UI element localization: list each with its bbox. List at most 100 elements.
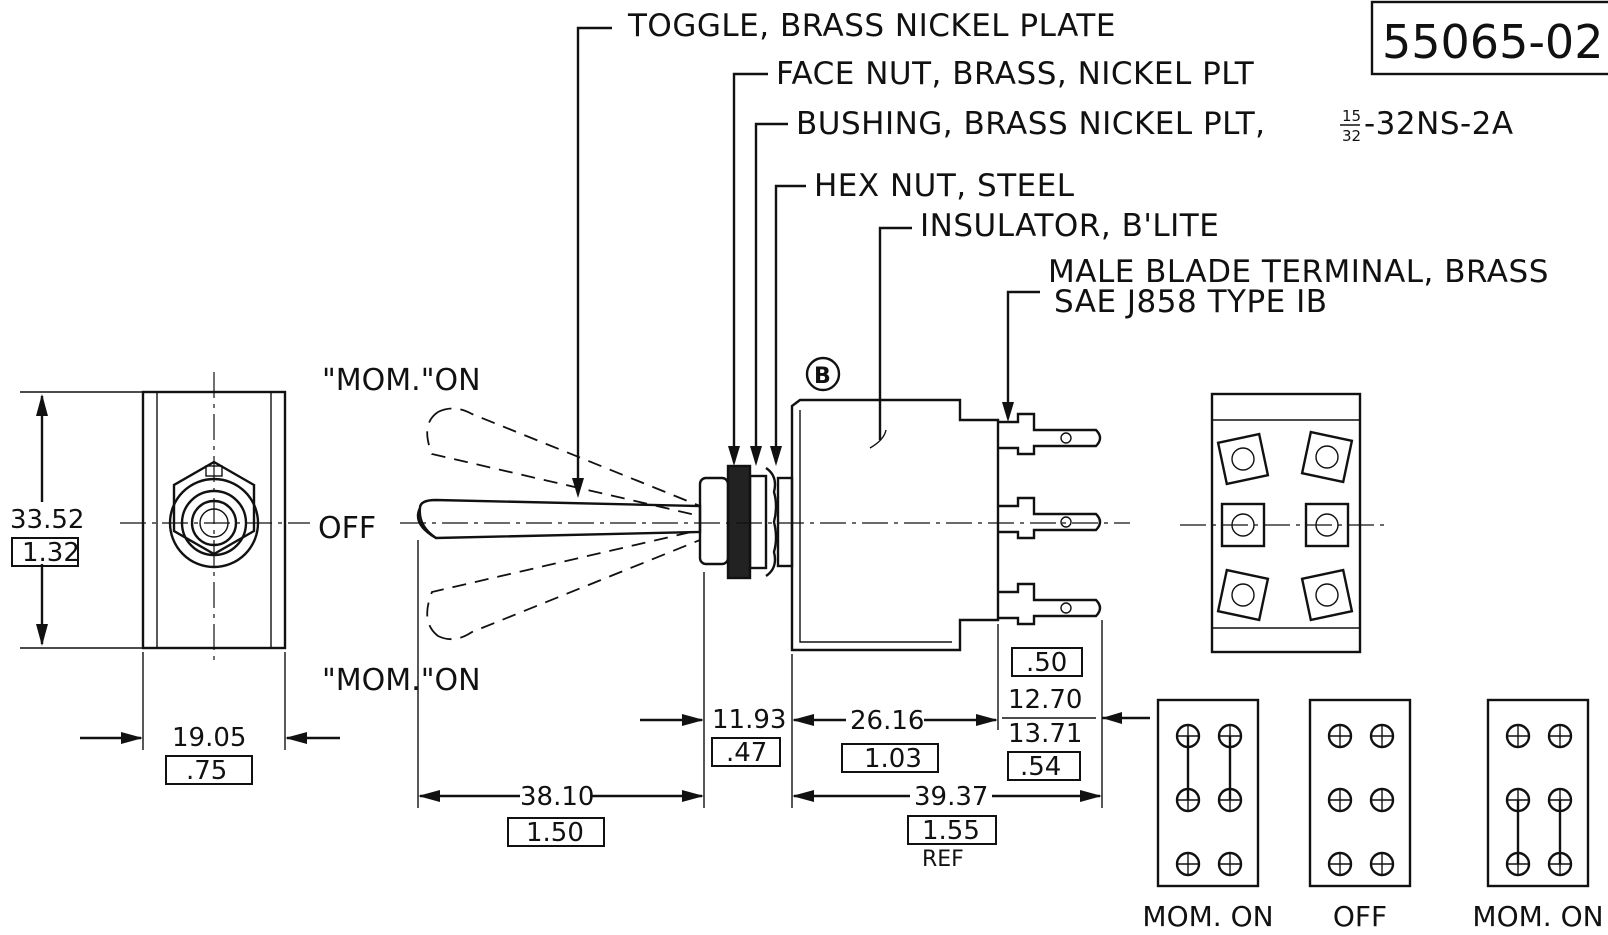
leader-insulator: [878, 226, 912, 440]
arrow-face-nut: [728, 446, 740, 466]
width-in-box: [165, 755, 253, 785]
circuit-schematics: MOM. ON OFF MOM. ON: [1142, 698, 1604, 933]
bushing-in: .47: [726, 738, 767, 768]
lever-mm: 38.10: [520, 782, 594, 812]
callout-terminal-line2: SAE J858 TYPE IB: [1054, 284, 1327, 320]
arrow-body-right: [976, 714, 998, 726]
lower-dimensions: 38.10 1.50 11.93 .47 26.16 1.03 .50 12.7…: [417, 540, 1150, 872]
face-nut-knurled: [726, 464, 752, 580]
schematic-label: MOM. ON: [1142, 900, 1273, 933]
term-in-a: .50: [1026, 648, 1067, 678]
overall-mm: 39.37: [914, 782, 988, 812]
bushing-body: [748, 474, 768, 570]
overall-note: REF: [922, 847, 964, 872]
marker-b-circle: [805, 356, 841, 392]
terminal-top-hole: [1060, 432, 1072, 444]
width-mm: 19.05: [172, 723, 246, 753]
rear-view: [1180, 392, 1390, 654]
term-mm-a: 12.70: [1008, 685, 1082, 715]
arrow-up: [36, 394, 48, 416]
dim-mask: [4, 502, 80, 564]
arrow-lever-left: [418, 790, 440, 802]
callout-bushing: BUSHING, BRASS NICKEL PLT,: [796, 106, 1265, 142]
term-in-b: .54: [1020, 752, 1061, 782]
housing-outline: [790, 398, 1000, 652]
arrow-overall-right: [1080, 790, 1102, 802]
schematic-3: MOM. ON: [1472, 698, 1604, 933]
arrow-w-right: [285, 732, 307, 744]
rear-view-body: [1210, 392, 1362, 654]
rear-terminal-2: [1300, 430, 1354, 484]
rear-terminal-6-hole: [1315, 583, 1339, 607]
rear-terminal-2-hole: [1315, 445, 1339, 469]
arrow-down: [36, 624, 48, 646]
rear-terminal-1: [1216, 432, 1270, 486]
height-in: 1.32: [22, 538, 80, 568]
leader-lines: [572, 26, 1040, 498]
front-view: [120, 372, 310, 660]
arrow-terminal: [1002, 402, 1014, 422]
position-off: OFF: [318, 511, 376, 546]
callout-bushing-fraction-denominator: 32: [1342, 127, 1361, 145]
arrow-lever-right: [682, 790, 704, 802]
part-number-block: 55065-02: [1370, 0, 1608, 76]
terminal-middle-hole: [1060, 516, 1072, 528]
callout-toggle: TOGGLE, BRASS NICKEL PLATE: [627, 8, 1116, 44]
housing-inner-edge: [799, 410, 952, 643]
arrow-w-left: [121, 732, 143, 744]
height-mm: 33.52: [10, 505, 84, 535]
rear-terminal-5: [1216, 568, 1270, 622]
rear-terminal-1-hole: [1231, 447, 1255, 471]
terminal-top: [998, 412, 1102, 456]
toggle-lever-up: [426, 407, 701, 517]
callout-insulator: INSULATOR, B'LITE: [920, 208, 1219, 244]
arrow-overall-left: [792, 790, 814, 802]
width-in: .75: [186, 756, 227, 786]
position-labels: "MOM."ON OFF "MOM."ON: [318, 363, 481, 698]
body-in-box: [841, 743, 939, 773]
callout-hex-nut: HEX NUT, STEEL: [814, 168, 1075, 204]
schematic-box: [1156, 698, 1260, 888]
schematic-label: OFF: [1333, 900, 1387, 933]
side-view-toggle: [416, 407, 702, 641]
terminal-bottom: [998, 582, 1102, 626]
terminals: [998, 412, 1102, 626]
schematic-box: [1486, 698, 1590, 888]
insulator-tick: [869, 429, 887, 449]
leader-toggle: [576, 26, 612, 494]
side-view-housing: B: [400, 356, 1130, 652]
position-top: "MOM."ON: [322, 363, 481, 398]
toggle-lever-down: [426, 529, 701, 641]
arrow-bushing: [750, 446, 762, 466]
overall-in-box: [907, 815, 997, 845]
body-in: 1.03: [864, 744, 922, 774]
dimension-height: 33.52 1.32: [4, 391, 143, 649]
arrow-bushing-left: [682, 714, 704, 726]
term-in-b-box: [1007, 751, 1081, 781]
schematic-1: MOM. ON: [1142, 698, 1274, 933]
callout-face-nut: FACE NUT, BRASS, NICKEL PLT: [776, 56, 1255, 92]
arrow-body-left: [792, 714, 814, 726]
callout-terminal-line1: MALE BLADE TERMINAL, BRASS: [1048, 254, 1549, 290]
part-number: 55065-02: [1382, 15, 1603, 69]
terminal-bottom-hole: [1060, 602, 1072, 614]
leader-hex-nut: [774, 184, 806, 462]
schematic-box: [1308, 698, 1412, 888]
bushing-shoulder: [776, 476, 794, 568]
leader-terminal: [1006, 290, 1040, 418]
part-number-box: [1370, 0, 1608, 76]
lever-in-box: [507, 817, 605, 847]
side-view-bushing: [698, 464, 794, 580]
rear-terminal-5-hole: [1231, 583, 1255, 607]
callouts: TOGGLE, BRASS NICKEL PLATE FACE NUT, BRA…: [627, 8, 1549, 320]
position-bottom: "MOM."ON: [322, 663, 481, 698]
lever-in: 1.50: [526, 818, 584, 848]
arrow-hex-nut: [770, 446, 782, 466]
bushing-tip: [698, 476, 730, 566]
terminal-middle: [998, 496, 1102, 540]
dimension-width: 19.05 .75: [80, 652, 340, 786]
schematic-label: MOM. ON: [1472, 900, 1603, 933]
rear-terminal-6: [1300, 568, 1354, 622]
term-in-a-box: [1011, 647, 1083, 677]
